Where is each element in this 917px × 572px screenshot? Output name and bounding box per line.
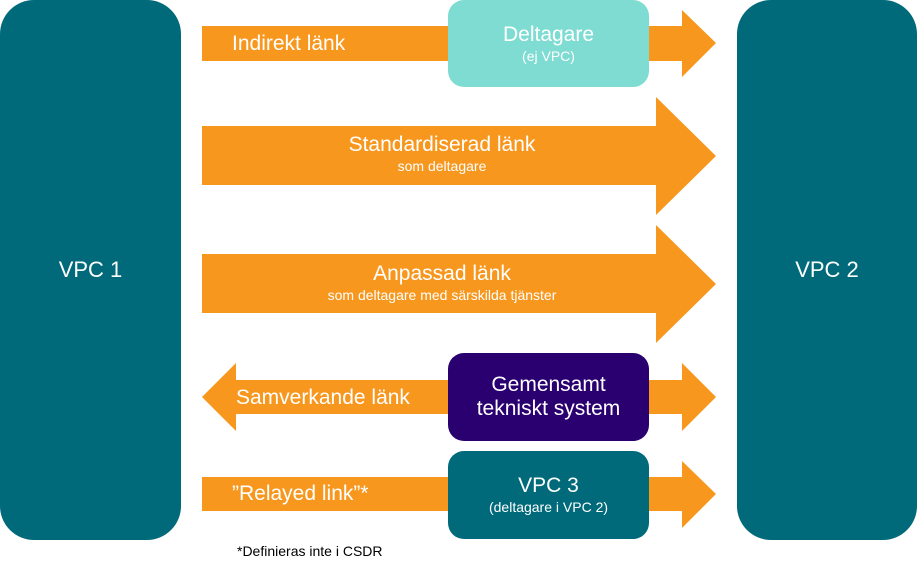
anpassad-link-text: Anpassad länk som deltagare med särskild… [202,262,682,304]
arrow-standardiserad-link [202,97,716,215]
vpc3-title: VPC 3 [518,474,579,497]
standardiserad-link-text: Standardiserad länk som deltagare [202,133,682,175]
participant-subtitle: (ej VPC) [522,47,575,64]
shared-system-line1: Gemensamt [491,373,606,396]
anpassad-link-subtitle: som deltagare med särskilda tjänster [327,287,557,303]
vpc2-block: VPC 2 [737,0,917,540]
vpc2-label: VPC 2 [795,257,859,282]
standardiserad-link-subtitle: som deltagare [397,158,487,174]
participant-box: Deltagare (ej VPC) [448,0,649,87]
footnote: *Definieras inte i CSDR [237,543,383,559]
samverkande-link-label: Samverkande länk [236,386,410,409]
shared-system-box: Gemensamt tekniskt system [448,353,649,441]
vpc3-box: VPC 3 (deltagare i VPC 2) [448,451,649,539]
indirekt-link-label: Indirekt länk [232,32,346,55]
relayed-link-label: ”Relayed link”* [232,482,369,505]
arrow-anpassad-link [202,225,716,343]
vpc3-subtitle: (deltagare i VPC 2) [488,499,609,515]
vpc1-block: VPC 1 [0,0,181,540]
standardiserad-link-title: Standardiserad länk [348,133,536,156]
anpassad-link-title: Anpassad länk [373,262,511,285]
vpc1-label: VPC 1 [58,257,123,282]
shared-system-line2: tekniskt system [476,397,621,420]
participant-title: Deltagare [502,22,595,46]
